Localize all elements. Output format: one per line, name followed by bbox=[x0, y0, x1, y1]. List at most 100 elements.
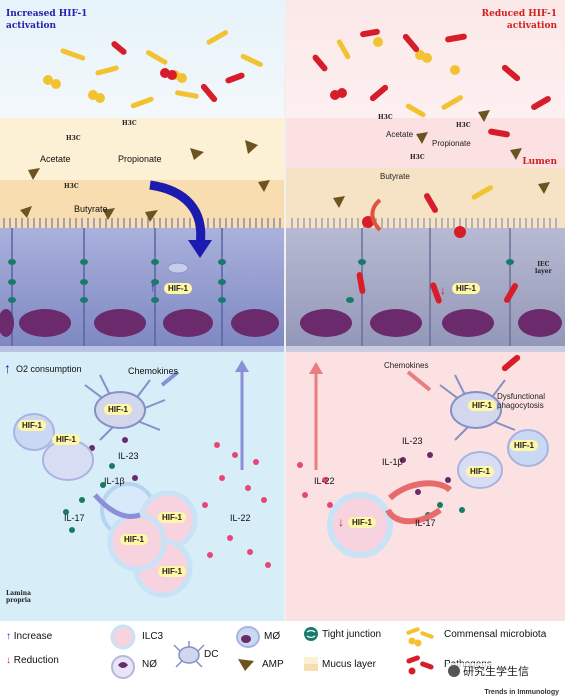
hif1-ilc3-right: HIF-1 bbox=[348, 517, 376, 528]
legend-tight-junction-label: Tight junction bbox=[322, 629, 382, 640]
propionate-formula-left: H3C bbox=[122, 120, 137, 127]
hif1-ilc3-left-a: HIF-1 bbox=[158, 512, 186, 523]
il1b-label-right: IL-1β bbox=[382, 457, 403, 467]
il22-label-left: IL-22 bbox=[230, 513, 251, 523]
butyrate-uptake-arrow bbox=[149, 180, 206, 246]
watermark-icon bbox=[448, 665, 460, 677]
il22-dots-left bbox=[202, 442, 271, 568]
watermark: 研究生学生信 bbox=[446, 663, 532, 679]
il22-dots-right bbox=[297, 462, 333, 508]
dysfunctional-phagocytosis-label: Dysfunctional phagocytosis bbox=[497, 392, 545, 410]
lamina-line2: propria bbox=[6, 597, 31, 604]
commensal-microbiota-icons bbox=[43, 30, 493, 200]
tight-junction-icons bbox=[8, 259, 514, 303]
right-title-line2: activation bbox=[506, 21, 557, 31]
legend-commensal-label: Commensal microbiota bbox=[444, 629, 547, 640]
legend-mucus-label: Mucus layer bbox=[322, 659, 376, 670]
chemokines-label-left: Chemokines bbox=[128, 366, 179, 376]
hif-capsule-icon bbox=[167, 262, 189, 274]
diagram-canvas bbox=[0, 0, 565, 621]
chemokine-arrow-left bbox=[160, 370, 180, 387]
hif1-macrophage-right: HIF-1 bbox=[510, 440, 538, 451]
microvilli-left bbox=[3, 218, 281, 228]
dysfunctional-line2: phagocytosis bbox=[497, 401, 544, 410]
hif1-epithelial-left: HIF-1 bbox=[164, 283, 192, 294]
il17-label-left: IL-17 bbox=[64, 513, 85, 523]
chemokines-label-right: Chemokines bbox=[384, 361, 429, 370]
pathogen-icons bbox=[111, 28, 551, 372]
loop-arrow-left bbox=[93, 493, 141, 519]
legend: ↑ Increase ↓ Reduction ILC3 NØ DC MØ AMP… bbox=[0, 621, 565, 698]
cell-borders-left bbox=[11, 228, 223, 346]
hif1-macrophage-left-a: HIF-1 bbox=[18, 420, 46, 431]
reduced-uptake-arrow bbox=[370, 198, 382, 232]
legend-increase: ↑ Increase bbox=[6, 631, 52, 642]
tight-junction-icon bbox=[304, 627, 318, 641]
legend-neutrophil-label: NØ bbox=[142, 659, 157, 670]
commensal-icon bbox=[406, 627, 434, 647]
o2-increase-icon: ↑ bbox=[4, 360, 11, 376]
acetate-label-right: Acetate bbox=[386, 130, 414, 139]
lamina-line1: Lamina bbox=[6, 590, 31, 597]
acetate-formula-left: H3C bbox=[66, 135, 81, 142]
cytokine-dots bbox=[63, 437, 465, 533]
hif1-neutrophil-left: HIF-1 bbox=[52, 434, 80, 445]
acetate-formula-right: H3C bbox=[378, 114, 393, 121]
il17-label-right: IL-17 bbox=[415, 518, 436, 528]
left-title-line2: activation bbox=[6, 21, 57, 31]
nuclei bbox=[0, 309, 562, 337]
hif1-ilc3-left-c: HIF-1 bbox=[158, 566, 186, 577]
iec-layer-line2: layer bbox=[535, 268, 552, 275]
ilc3-icon bbox=[110, 624, 136, 650]
o2-consumption-label: O2 consumption bbox=[16, 364, 82, 374]
pathogens-icon bbox=[406, 655, 434, 675]
propionate-label-left: Propionate bbox=[118, 154, 162, 164]
reduction-arrow-icon: ↓ bbox=[440, 283, 446, 297]
hif1-dc-right: HIF-1 bbox=[468, 400, 496, 411]
hif1-neutrophil-right: HIF-1 bbox=[466, 466, 494, 477]
legend-amp-label: AMP bbox=[262, 659, 284, 670]
reduction-icon: ↓ bbox=[6, 655, 11, 666]
iec-layer-line1: IEC bbox=[537, 261, 550, 268]
watermark-text: 研究生学生信 bbox=[463, 666, 530, 678]
acetate-label-left: Acetate bbox=[40, 154, 71, 164]
il22-label-right: IL-22 bbox=[314, 476, 335, 486]
increase-arrow-icon: ↑ bbox=[150, 280, 156, 294]
amp-icons bbox=[20, 110, 550, 222]
butyrate-label-left: Butyrate bbox=[74, 204, 108, 214]
neutrophil-icon bbox=[111, 655, 135, 679]
hif1-ilc3-left-b: HIF-1 bbox=[120, 534, 148, 545]
il1b-label-left: IL-1β bbox=[104, 476, 125, 486]
loop-arrow-bottom bbox=[385, 507, 442, 525]
journal-footer: Trends in Immunology bbox=[484, 689, 559, 696]
legend-dc-label: DC bbox=[204, 649, 219, 660]
il23-label-left: IL-23 bbox=[118, 451, 139, 461]
increase-icon: ↑ bbox=[6, 631, 11, 642]
macrophage-icon bbox=[236, 626, 260, 648]
propionate-label-right: Propionate bbox=[432, 139, 471, 148]
dysfunctional-line1: Dysfunctional bbox=[497, 392, 546, 401]
propionate-formula-right: H3C bbox=[456, 122, 471, 129]
lumen-label: Lumen bbox=[522, 157, 557, 167]
loop-arrow-top bbox=[387, 480, 453, 501]
legend-reduction: ↓ Reduction bbox=[6, 655, 59, 666]
hif1-epithelial-right: HIF-1 bbox=[452, 283, 480, 294]
right-panel-title: Reduced HIF-1 activation bbox=[482, 8, 557, 32]
butyrate-formula-left: H3C bbox=[64, 183, 79, 190]
mucus-outer-left bbox=[0, 118, 284, 180]
legend-increase-label: Increase bbox=[13, 631, 53, 642]
legend-reduction-label: Reduction bbox=[13, 655, 59, 666]
left-title-line1: Increased HIF-1 bbox=[6, 9, 88, 19]
chemokine-arrow-right bbox=[406, 370, 432, 392]
mucus-layer-icon bbox=[304, 657, 318, 671]
reduction-arrow-icon-ilc3: ↓ bbox=[338, 515, 344, 529]
iec-layer-label: IEC layer bbox=[535, 261, 552, 275]
amp-icon bbox=[238, 659, 254, 671]
butyrate-label-right: Butyrate bbox=[380, 172, 410, 181]
legend-ilc3-label: ILC3 bbox=[142, 631, 164, 642]
left-panel-title: Increased HIF-1 activation bbox=[6, 8, 87, 32]
microvilli-right bbox=[291, 218, 557, 228]
il23-label-right: IL-23 bbox=[402, 436, 423, 446]
lamina-propria-label: Lamina propria bbox=[6, 590, 31, 604]
dc-icon bbox=[173, 641, 205, 668]
